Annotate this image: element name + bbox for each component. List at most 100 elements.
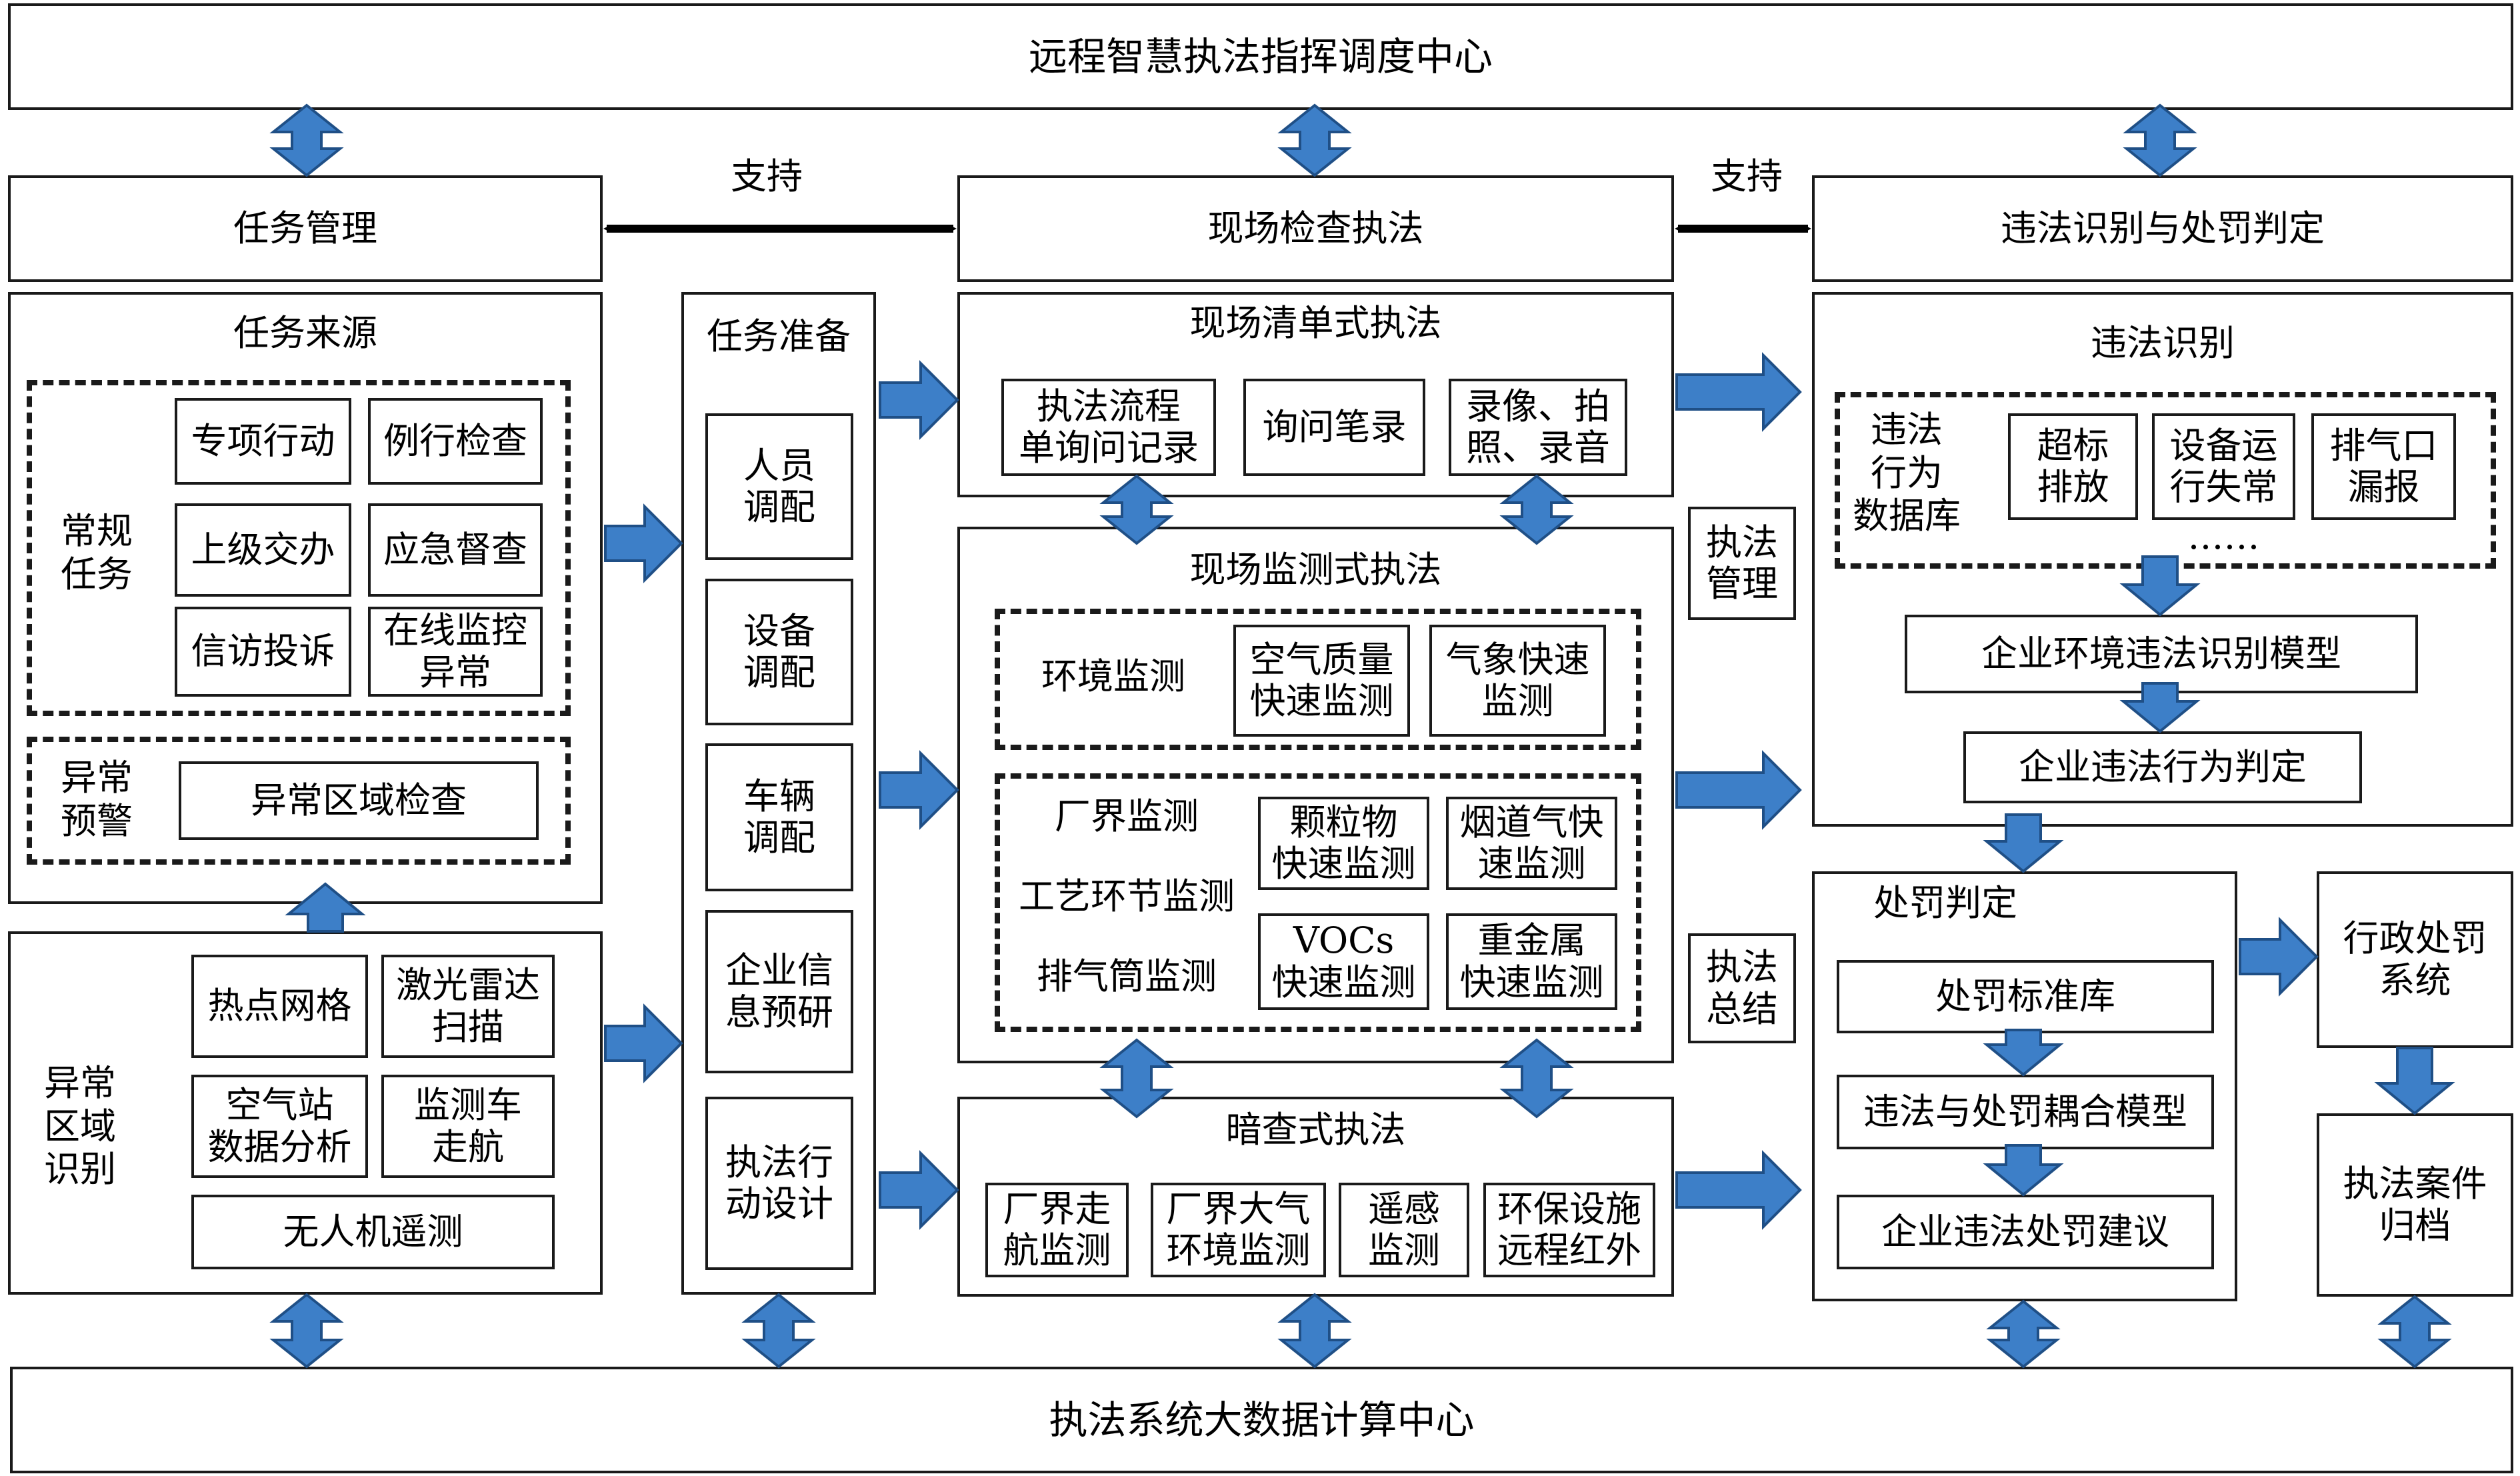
bigdata-center-label: 执法系统大数据计算中心	[1049, 1397, 1475, 1443]
anomaly-item: 热点网格	[191, 955, 368, 1058]
arrow-db-to-model	[2119, 555, 2201, 617]
covert-item: 厂界大气 环境监测	[1151, 1183, 1326, 1277]
violation-model-box: 企业环境违法识别模型	[1905, 615, 2418, 693]
plant-item: 烟道气快 速监测	[1446, 797, 1617, 890]
double-arrow-command-violation	[2123, 103, 2197, 177]
regular-task-group	[27, 380, 571, 716]
penalty-item: 违法与处罚耦合模型	[1837, 1075, 2214, 1149]
prep-item: 企业信 息预研	[705, 910, 853, 1073]
env-monitor-item: 气象快速 监测	[1429, 625, 1606, 737]
env-monitor-label: 环境监测	[1041, 655, 1185, 697]
double-arrow-checklist-monitoring	[1499, 474, 1574, 545]
penalty-title: 处罚判定	[1873, 881, 2017, 924]
arrow-identify-to-penalty	[1983, 813, 2064, 873]
anomaly-item: 空气站 数据分析	[191, 1075, 368, 1178]
violation-db-item: 设备运 行失常	[2152, 413, 2295, 520]
arrow-prep-to-monitoring	[879, 750, 959, 830]
violation-header-label: 违法识别与处罚判定	[2001, 207, 2325, 249]
arrow-standard-to-model	[1983, 1029, 2064, 1077]
command-center-box: 远程智慧执法指挥调度中心	[8, 3, 2513, 110]
regular-task-label: 常规 任务	[61, 510, 133, 595]
plant-label: 工艺环节监测	[1019, 875, 1235, 917]
plant-label: 排气筒监测	[1037, 955, 1217, 997]
arrow-penalty-to-admin	[2239, 917, 2319, 997]
task-source-title: 任务来源	[233, 311, 377, 354]
arrow-prep-to-covert	[879, 1150, 959, 1230]
anomaly-identification-label: 异常 区域 识别	[44, 1061, 116, 1191]
anomaly-warning-group	[27, 737, 571, 865]
double-arrow-checklist-monitoring	[1099, 474, 1174, 545]
arrow-model-to-suggestion	[1983, 1144, 2064, 1197]
prep-item: 车辆 调配	[705, 743, 853, 891]
command-center-label: 远程智慧执法指挥调度中心	[1028, 33, 1493, 79]
violation-judgement-box: 企业违法行为判定	[1963, 731, 2362, 803]
arrow-model-to-judgement	[2119, 682, 2201, 733]
anomaly-item: 激光雷达 扫描	[381, 955, 555, 1058]
arrow-source-to-prep	[604, 503, 683, 583]
double-arrow-bigdata-penalty	[1986, 1299, 2061, 1369]
arrow-prep-to-checklist	[879, 360, 959, 440]
prep-item: 执法行 动设计	[705, 1097, 853, 1270]
enforcement-summary-box: 执法 总结	[1688, 933, 1796, 1043]
regular-item: 在线监控 异常	[368, 607, 543, 697]
monitoring-title: 现场监测式执法	[1189, 548, 1442, 591]
violation-identify-title: 违法识别	[2091, 321, 2235, 364]
violation-db-item: 超标 排放	[2008, 413, 2138, 520]
double-arrow-command-onsite	[1277, 103, 1352, 177]
covert-item: 环保设施 远程红外	[1483, 1183, 1655, 1277]
plant-label: 厂界监测	[1055, 795, 1199, 837]
task-management-header: 任务管理	[8, 175, 603, 282]
support-label-right: 支持	[1711, 155, 1783, 197]
arrow-monitoring-to-violation	[1675, 750, 1802, 830]
enforcement-management-box: 执法 管理	[1688, 507, 1796, 620]
penalty-item: 处罚标准库	[1837, 960, 2214, 1033]
violation-db-ellipsis: ……	[2187, 515, 2260, 557]
env-monitor-group	[995, 609, 1641, 750]
plant-item: 重金属 快速监测	[1446, 913, 1617, 1010]
violation-header: 违法识别与处罚判定	[1812, 175, 2513, 282]
bigdata-center-box: 执法系统大数据计算中心	[10, 1367, 2513, 1473]
double-arrow-bigdata-archive	[2377, 1295, 2452, 1369]
env-monitor-item: 空气质量 快速监测	[1233, 625, 1410, 737]
task-prep-title: 任务准备	[707, 315, 851, 357]
plant-item: 颗粒物 快速监测	[1258, 797, 1429, 890]
prep-item: 人员 调配	[705, 413, 853, 560]
anomaly-item: 监测车 走航	[381, 1075, 555, 1178]
plant-monitor-group	[995, 773, 1641, 1032]
regular-item: 上级交办	[175, 503, 351, 597]
onsite-inspection-header: 现场检查执法	[957, 175, 1674, 282]
support-label-left: 支持	[731, 155, 803, 197]
double-arrow-bigdata-prep	[741, 1293, 816, 1369]
double-arrow-command-task	[269, 103, 344, 177]
violation-db-label: 违法 行为 数据库	[1853, 408, 1961, 537]
checklist-title: 现场清单式执法	[1189, 301, 1442, 344]
arrow-checklist-to-violation	[1675, 352, 1802, 432]
checklist-item: 执法流程 单询问记录	[1001, 379, 1216, 476]
arrow-anomaly-to-source	[285, 882, 366, 933]
arrow-covert-to-violation	[1675, 1150, 1802, 1230]
arrow-anomaly-to-prep	[604, 1003, 683, 1083]
regular-item: 例行检查	[368, 398, 543, 485]
prep-item: 设备 调配	[705, 579, 853, 725]
onsite-inspection-label: 现场检查执法	[1207, 207, 1424, 249]
double-arrow-bigdata-onsite	[1277, 1293, 1352, 1369]
plant-item: VOCs 快速监测	[1258, 913, 1429, 1010]
regular-item: 专项行动	[175, 398, 351, 485]
checklist-item: 录像、拍 照、录音	[1449, 379, 1627, 476]
task-management-label: 任务管理	[233, 207, 377, 249]
violation-db-item: 排气口 漏报	[2311, 413, 2456, 520]
anomaly-item: 无人机遥测	[191, 1195, 555, 1269]
double-arrow-monitoring-covert	[1499, 1038, 1574, 1119]
covert-title: 暗查式执法	[1225, 1108, 1406, 1151]
checklist-item: 询问笔录	[1243, 379, 1425, 476]
regular-item: 信访投诉	[175, 607, 351, 697]
anomaly-warning-label: 异常 预警	[61, 757, 133, 842]
covert-item: 厂界走 航监测	[985, 1183, 1129, 1277]
anomaly-area-check-box: 异常区域检查	[179, 761, 539, 840]
penalty-item: 企业违法处罚建议	[1837, 1195, 2214, 1269]
double-arrow-monitoring-covert	[1099, 1038, 1174, 1119]
admin-penalty-system-box: 行政处罚 系统	[2317, 871, 2513, 1048]
double-arrow-bigdata-anomaly	[269, 1293, 344, 1369]
regular-item: 应急督查	[368, 503, 543, 597]
